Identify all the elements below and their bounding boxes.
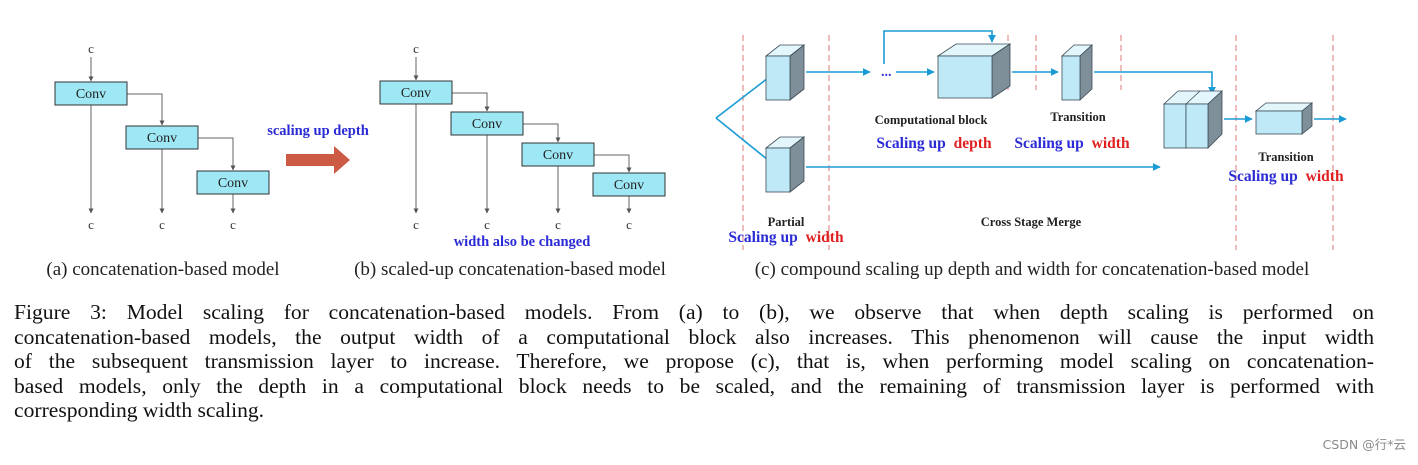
transition-cube-2 <box>1254 102 1314 135</box>
partial-cube-top <box>764 44 806 101</box>
cross-stage-merge-cube <box>1162 90 1224 149</box>
output-label: c <box>159 217 165 232</box>
caption-line: based models, only the depth in a comput… <box>14 373 1374 398</box>
output-label: c <box>626 217 632 232</box>
output-label: c <box>88 217 94 232</box>
output-label: c <box>484 217 490 232</box>
transition-label-1: Transition <box>1050 110 1105 124</box>
conv-label: Conv <box>401 86 431 101</box>
cross-stage-merge-label: Cross Stage Merge <box>981 215 1082 229</box>
conv-label: Conv <box>76 87 106 102</box>
subcaption-c: (c) compound scaling up depth and width … <box>755 259 1310 280</box>
caption-line: Figure 3: Model scaling for concatenatio… <box>14 300 1374 324</box>
conv-label: Conv <box>472 117 502 132</box>
depth-text: depth <box>954 135 992 152</box>
panel-a-input-label: c <box>88 41 94 56</box>
transition-cube-1 <box>1060 44 1094 101</box>
scaling-up-text: Scaling up <box>728 229 797 246</box>
scaling-width-label-2: Scaling up width <box>1228 168 1344 185</box>
scaling-up-text: Scaling up <box>1014 135 1083 152</box>
caption-line: corresponding width scaling. <box>14 398 265 423</box>
width-changed-note: width also be changed <box>454 234 591 250</box>
scaling-up-text: Scaling up <box>1228 168 1297 185</box>
scaling-width-label-1: Scaling up width <box>1014 135 1130 152</box>
panel-a: c Conv Conv Conv c c c (a) concatenation… <box>46 41 279 280</box>
csdn-watermark: CSDN @行*云 <box>1322 437 1406 452</box>
subcaption-a: (a) concatenation-based model <box>46 259 279 280</box>
computational-block-cube <box>936 43 1012 99</box>
conv-label: Conv <box>543 148 573 163</box>
panel-b-input-label: c <box>413 41 419 56</box>
conv-block: Conv <box>125 125 199 150</box>
scaling-up-depth-label: scaling up depth <box>267 123 369 139</box>
scaling-width-label-partial: Scaling up width <box>728 229 844 246</box>
panel-b: c Conv Conv Conv Conv c c c c width also… <box>354 41 666 280</box>
conv-block: Conv <box>521 142 595 167</box>
output-label: c <box>230 217 236 232</box>
conv-label: Conv <box>218 176 248 191</box>
width-text: width <box>806 229 844 246</box>
output-label: c <box>555 217 561 232</box>
figure-3-diagram: c Conv Conv Conv c c c (a) concatenation… <box>46 30 1347 280</box>
conv-label: Conv <box>147 131 177 146</box>
subcaption-b: (b) scaled-up concatenation-based model <box>354 259 666 280</box>
figure-caption: Figure 3: Model scaling for concatenatio… <box>14 300 1374 423</box>
big-arrow-icon <box>286 146 350 174</box>
width-text: width <box>1306 168 1344 185</box>
scaling-up-text: Scaling up <box>876 135 945 152</box>
conv-block: Conv <box>450 111 524 136</box>
transition-label-2: Transition <box>1258 150 1313 164</box>
caption-line: of the subsequent transmission layer to … <box>14 349 1374 374</box>
conv-block: Conv <box>379 80 453 105</box>
width-text: width <box>1092 135 1130 152</box>
panel-c: ... <box>715 30 1347 280</box>
conv-block: Conv <box>196 170 270 195</box>
conv-block: Conv <box>592 172 666 197</box>
caption-line: concatenation-based models, the output w… <box>14 324 1374 349</box>
ellipsis-label: ... <box>881 65 892 80</box>
conv-block: Conv <box>54 81 128 106</box>
partial-label: Partial <box>768 215 805 229</box>
output-label: c <box>413 217 419 232</box>
partial-cube-bottom <box>764 136 806 193</box>
conv-label: Conv <box>614 178 644 193</box>
scaling-arrow: scaling up depth <box>267 123 369 174</box>
computational-block-label: Computational block <box>875 113 988 127</box>
scaling-depth-label: Scaling up depth <box>876 135 992 152</box>
